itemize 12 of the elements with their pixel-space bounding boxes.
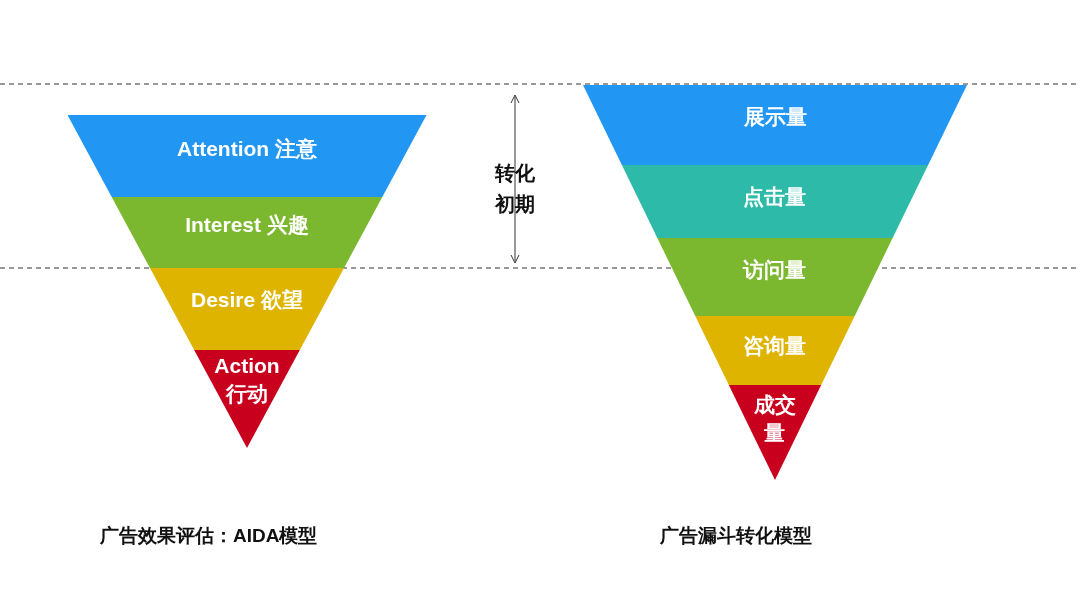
funnel-caption: 广告漏斗转化模型: [660, 524, 813, 548]
band-label: 成交量: [753, 392, 797, 446]
band-label: Action 行动: [213, 353, 281, 407]
band-label: 访问量: [743, 257, 807, 283]
band-label: Attention 注意: [177, 136, 317, 162]
band-label: Desire 欲望: [190, 287, 303, 313]
band-label: 咨询量: [743, 333, 807, 359]
band-label: 点击量: [743, 184, 807, 210]
band-label: 展示量: [743, 104, 807, 130]
funnel-caption: 广告效果评估：AIDA模型: [100, 524, 319, 548]
dimension-label: 转化初期: [493, 161, 536, 217]
band-label: Interest 兴趣: [185, 212, 309, 238]
